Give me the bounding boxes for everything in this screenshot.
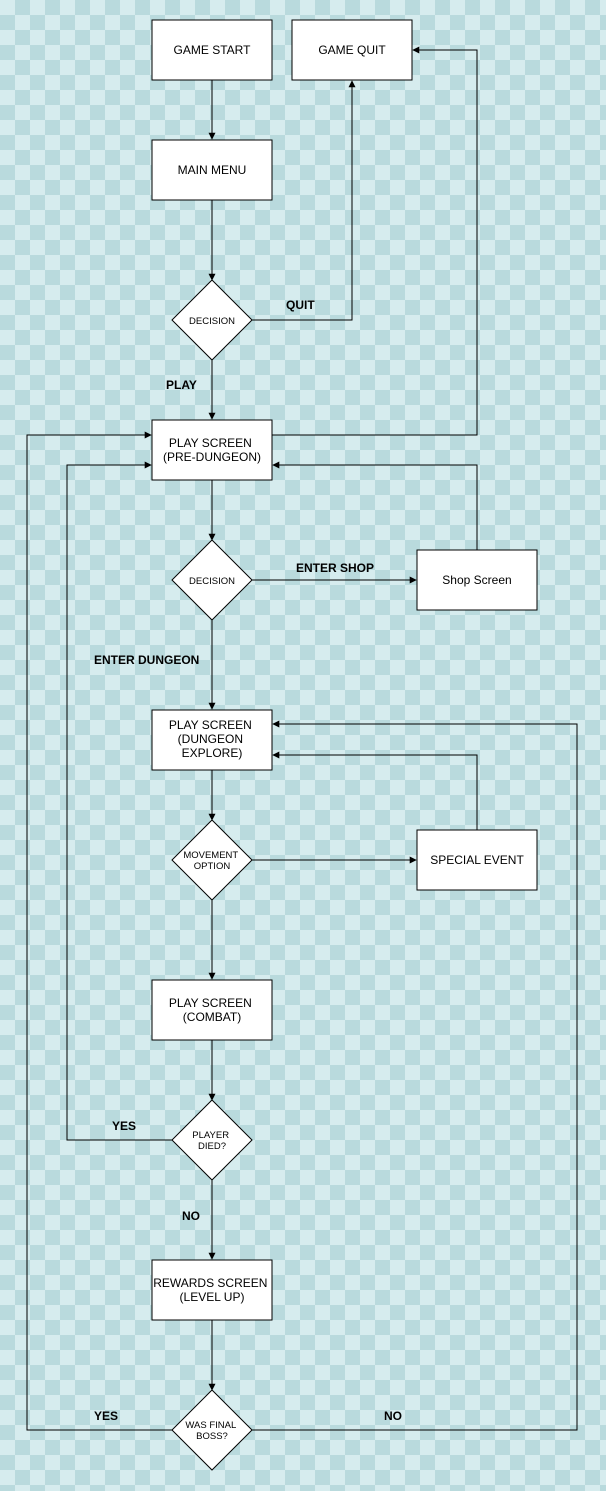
label-died-no: NO <box>182 1209 200 1223</box>
node-game-start: GAME START <box>151 19 273 81</box>
node-play-dungeon-explore-label: PLAY SCREEN (DUNGEON EXPLORE) <box>169 718 255 760</box>
node-decision-menu-label: DECISION <box>189 316 235 327</box>
node-game-start-label: GAME START <box>174 43 252 57</box>
node-player-died: PLAYER DIED? <box>171 1099 253 1181</box>
node-decision-shop: DECISION <box>171 539 253 621</box>
edge-special-to-dungeon <box>272 751 478 830</box>
node-play-combat-line-2: (COMBAT) <box>183 1010 241 1024</box>
label-boss-yes: YES <box>94 1409 118 1423</box>
label-quit: QUIT <box>286 298 315 312</box>
node-movement-option-line-2: OPTION <box>194 861 231 872</box>
node-decision-menu: DECISION <box>171 279 253 361</box>
edges <box>26 46 578 1431</box>
node-rewards-screen-line-1: REWARDS SCREEN <box>153 1276 267 1290</box>
label-boss-no: NO <box>384 1409 402 1423</box>
node-game-quit-label: GAME QUIT <box>318 43 386 57</box>
node-play-combat-label: PLAY SCREEN (COMBAT) <box>169 996 255 1024</box>
node-play-pre-dungeon-line-2: (PRE-DUNGEON) <box>163 450 261 464</box>
node-special-event-label: SPECIAL EVENT <box>430 853 524 867</box>
node-was-final-boss: WAS FINAL BOSS? <box>171 1389 253 1471</box>
node-player-died-line-2: DIED? <box>198 1141 226 1152</box>
node-movement-option: MOVEMENT OPTION <box>171 819 253 901</box>
node-rewards-screen-label: REWARDS SCREEN (LEVEL UP) <box>153 1276 271 1304</box>
node-play-dungeon-explore: PLAY SCREEN (DUNGEON EXPLORE) <box>151 709 273 771</box>
node-rewards-screen-line-2: (LEVEL UP) <box>180 1290 245 1304</box>
node-main-menu-label: MAIN MENU <box>178 163 247 177</box>
node-play-combat: PLAY SCREEN (COMBAT) <box>151 979 273 1041</box>
edge-shop-to-pre-dungeon <box>272 461 478 550</box>
label-enter-dungeon: ENTER DUNGEON <box>94 653 199 667</box>
node-shop-screen: Shop Screen <box>416 549 538 611</box>
node-main-menu: MAIN MENU <box>151 139 273 201</box>
node-movement-option-line-1: MOVEMENT <box>183 850 238 861</box>
label-play: PLAY <box>166 378 197 392</box>
edge-died-yes-to-pre-dungeon <box>66 461 172 1141</box>
node-was-final-boss-line-1: WAS FINAL <box>185 1420 236 1431</box>
edge-boss-yes-to-pre-dungeon <box>26 431 172 1431</box>
node-shop-screen-label: Shop Screen <box>442 573 511 587</box>
edge-boss-no-to-dungeon <box>252 720 578 1431</box>
node-play-pre-dungeon-label: PLAY SCREEN (PRE-DUNGEON) <box>163 436 261 464</box>
node-decision-shop-label: DECISION <box>189 576 235 587</box>
edge-labels: QUIT PLAY ENTER SHOP ENTER DUNGEON YES N… <box>94 298 402 1423</box>
label-enter-shop: ENTER SHOP <box>296 561 374 575</box>
node-game-quit: GAME QUIT <box>291 19 413 81</box>
node-rewards-screen: REWARDS SCREEN (LEVEL UP) <box>151 1259 273 1321</box>
node-play-dungeon-explore-line-1: PLAY SCREEN <box>169 718 252 732</box>
node-play-pre-dungeon: PLAY SCREEN (PRE-DUNGEON) <box>151 419 273 481</box>
node-was-final-boss-label: WAS FINAL BOSS? <box>185 1420 238 1442</box>
node-player-died-line-1: PLAYER <box>192 1130 229 1141</box>
node-play-pre-dungeon-line-1: PLAY SCREEN <box>169 436 252 450</box>
edge-decision-to-quit <box>252 80 356 321</box>
node-movement-option-label: MOVEMENT OPTION <box>183 850 240 872</box>
node-player-died-label: PLAYER DIED? <box>192 1130 231 1152</box>
label-died-yes: YES <box>112 1119 136 1133</box>
node-play-dungeon-explore-line-2: (DUNGEON <box>178 732 243 746</box>
node-was-final-boss-line-2: BOSS? <box>196 1431 228 1442</box>
node-special-event: SPECIAL EVENT <box>416 829 538 891</box>
node-play-combat-line-1: PLAY SCREEN <box>169 996 252 1010</box>
node-play-dungeon-explore-line-3: EXPLORE) <box>182 746 243 760</box>
edge-pre-dungeon-to-quit <box>272 46 478 436</box>
